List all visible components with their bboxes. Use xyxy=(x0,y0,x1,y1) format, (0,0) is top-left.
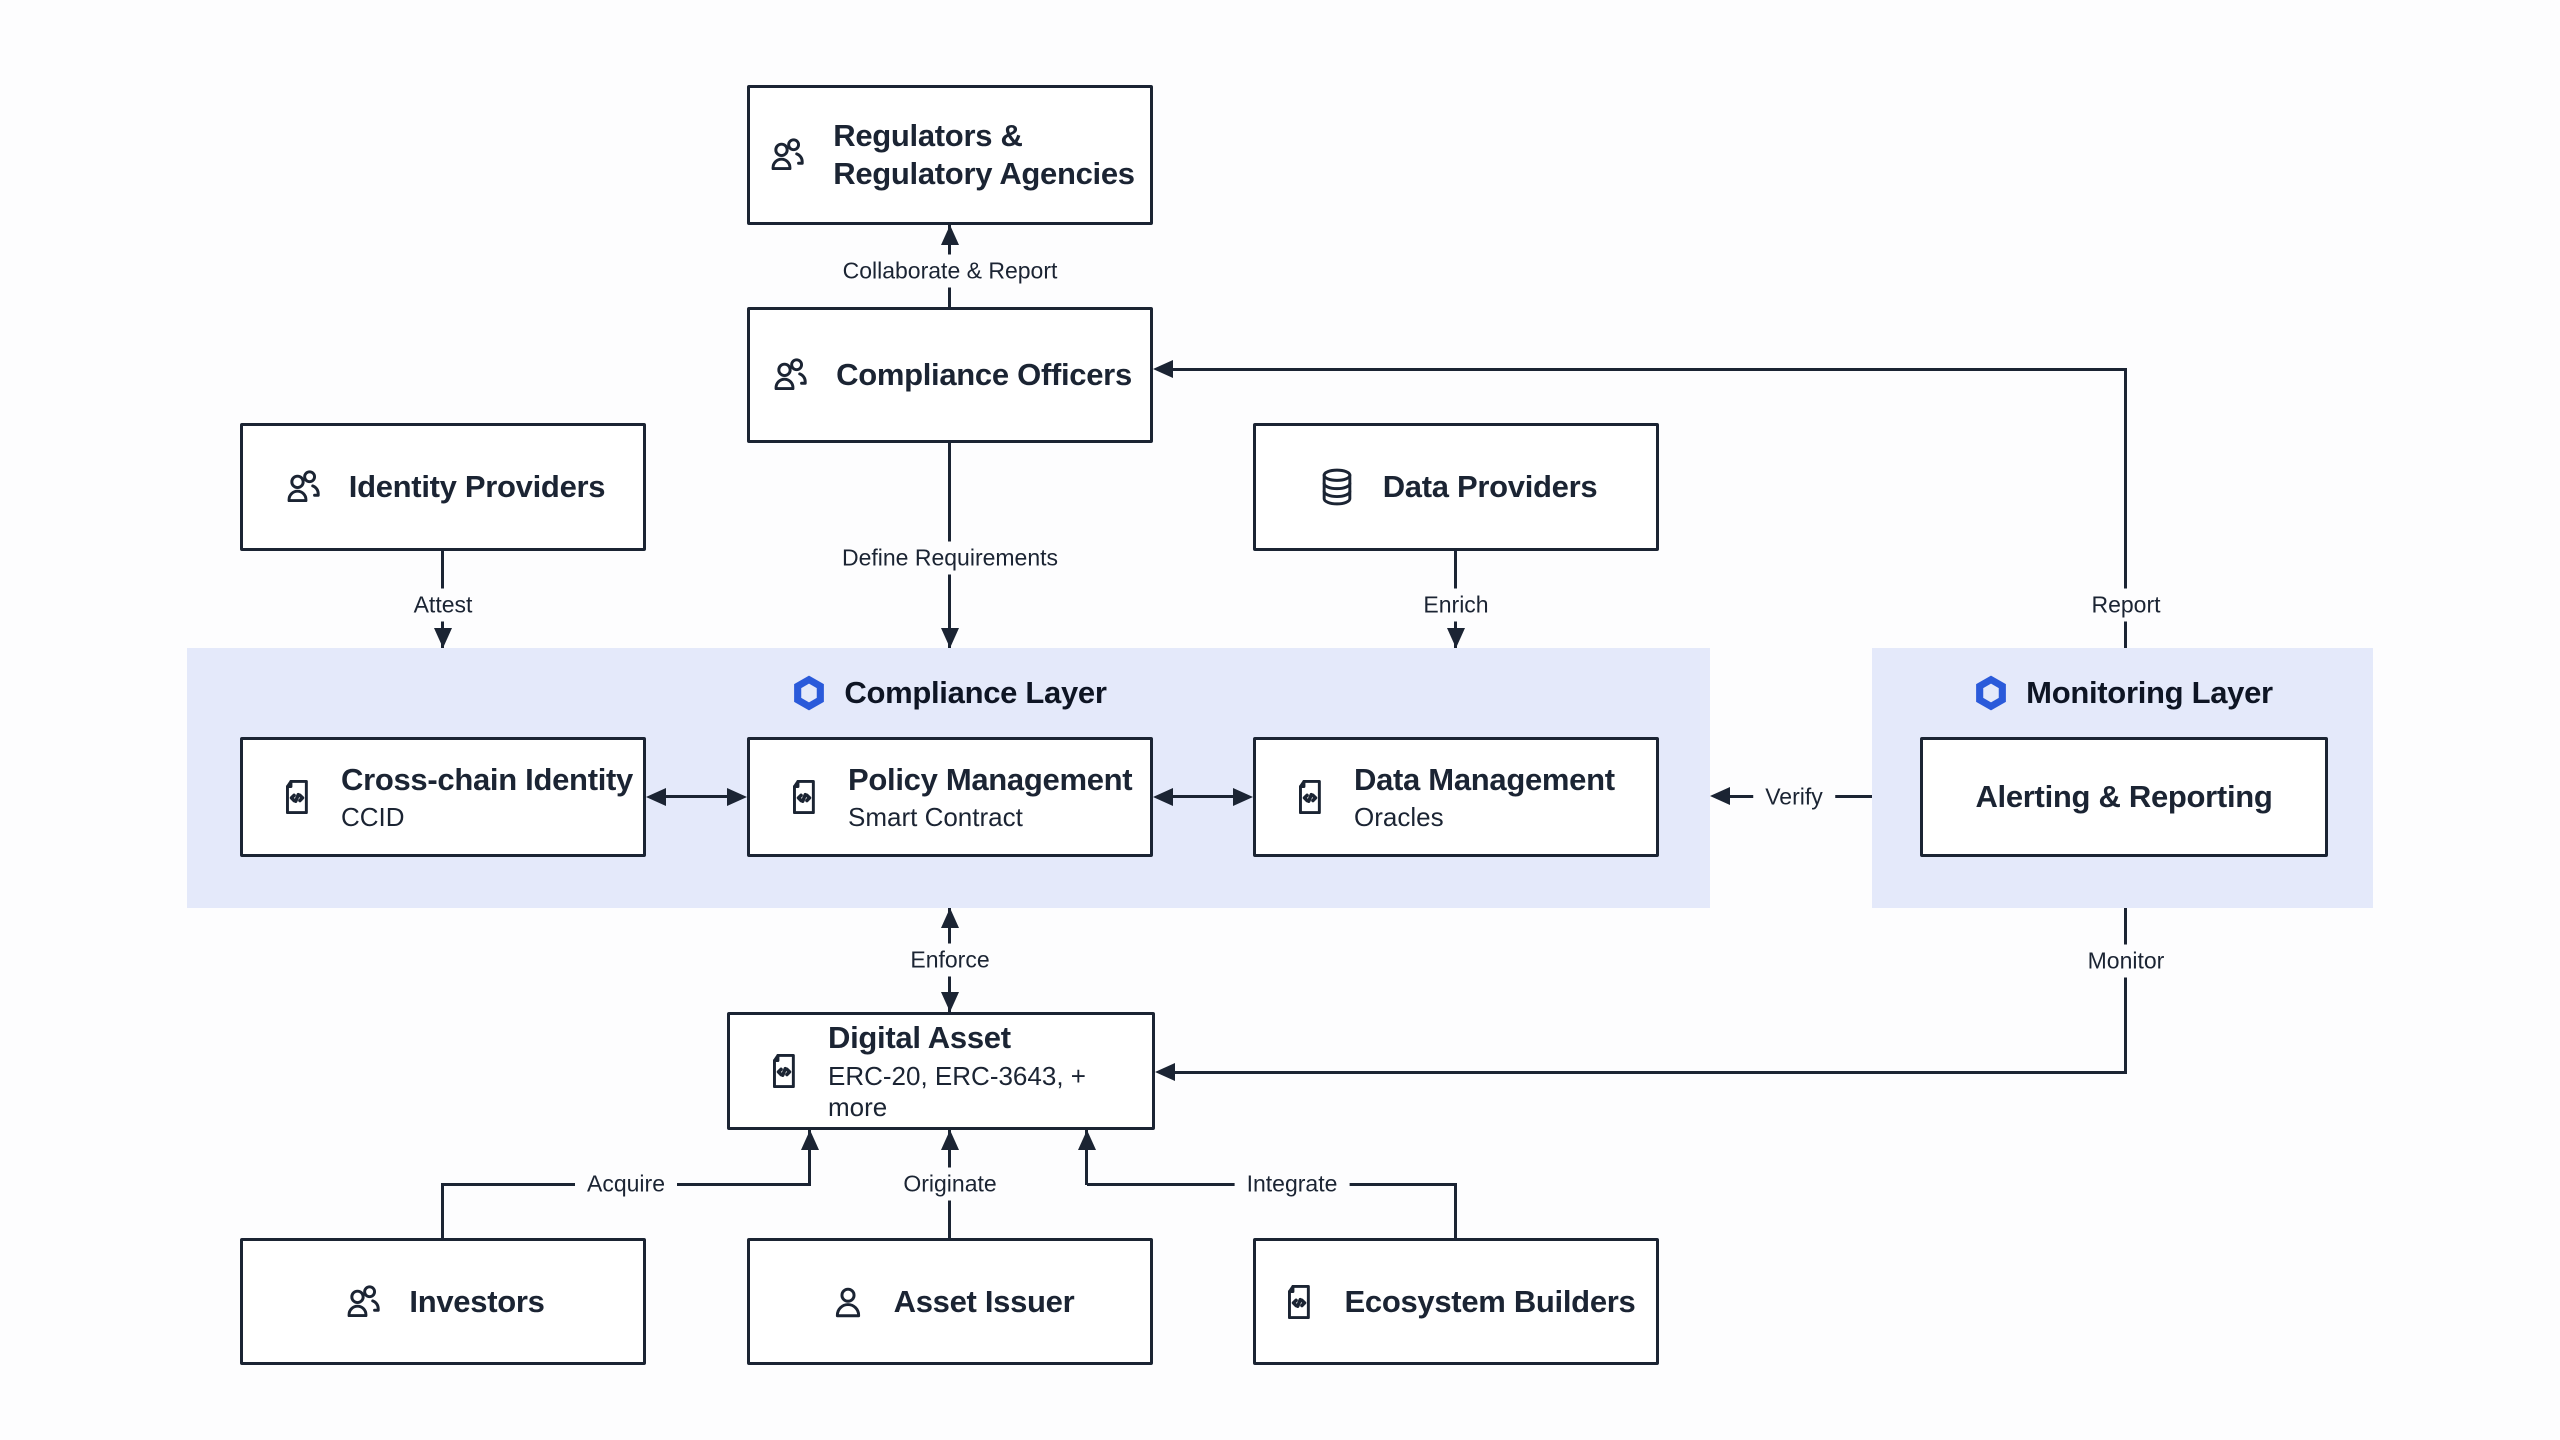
arrow-up-icon xyxy=(1078,1130,1096,1150)
node-digital-asset: Digital Asset ERC-20, ERC-3643, + more xyxy=(727,1012,1155,1130)
chainlink-hexagon-icon xyxy=(1972,674,2010,712)
edge-integrate-line xyxy=(1085,1130,1088,1185)
arrow-down-icon xyxy=(434,628,452,648)
users-icon xyxy=(281,465,325,509)
node-title: Digital Asset xyxy=(828,1020,1011,1056)
node-ecosystem-builders: Ecosystem Builders xyxy=(1253,1238,1659,1365)
node-title: Regulatory Agencies xyxy=(833,156,1135,191)
node-title: Alerting & Reporting xyxy=(1975,779,2273,815)
users-icon xyxy=(765,133,809,177)
edge-report-line xyxy=(1173,368,2127,371)
monitoring-layer-title: Monitoring Layer xyxy=(2026,675,2273,710)
node-asset-issuer: Asset Issuer xyxy=(747,1238,1153,1365)
database-icon xyxy=(1315,465,1359,509)
compliance-layer-title: Compliance Layer xyxy=(844,675,1107,710)
edge-policy-datamgmt-line xyxy=(1171,795,1235,798)
node-title: Regulators & xyxy=(833,118,1023,154)
edge-label-acquire: Acquire xyxy=(575,1167,677,1201)
node-identity-providers: Identity Providers xyxy=(240,423,646,551)
node-title: Cross-chain Identity xyxy=(341,761,633,797)
user-icon xyxy=(826,1280,870,1324)
edge-label-enrich: Enrich xyxy=(1411,588,1501,622)
file-code-icon xyxy=(762,1049,806,1093)
edge-label-monitor: Monitor xyxy=(2075,944,2177,978)
edge-label-integrate: Integrate xyxy=(1234,1167,1350,1201)
node-subtitle: Oracles xyxy=(1354,802,1444,833)
users-icon xyxy=(768,353,812,397)
node-subtitle: ERC-20, ERC-3643, + more xyxy=(828,1060,1086,1122)
arrow-left-icon xyxy=(1155,1063,1175,1081)
node-data-management: Data Management Oracles xyxy=(1253,737,1659,857)
node-regulators: Regulators & Regulatory Agencies xyxy=(747,85,1153,225)
edge-report-line xyxy=(2124,368,2127,648)
node-title: Asset Issuer xyxy=(893,1283,1075,1319)
file-code-icon xyxy=(1288,775,1332,819)
chainlink-hexagon-icon xyxy=(790,674,828,712)
arrow-up-icon xyxy=(941,1130,959,1150)
node-title: Data Providers xyxy=(1382,469,1598,505)
edge-label-collaborate-report: Collaborate & Report xyxy=(830,254,1070,288)
node-title: Ecosystem Builders xyxy=(1344,1283,1636,1319)
file-code-icon xyxy=(1277,1280,1321,1324)
compliance-layer-header: Compliance Layer xyxy=(187,652,1710,734)
node-subtitle: Smart Contract xyxy=(848,802,1023,833)
node-title: Identity Providers xyxy=(348,469,606,505)
edge-acquire-line xyxy=(441,1185,444,1238)
node-cross-chain-identity: Cross-chain Identity CCID xyxy=(240,737,646,857)
edge-label-verify: Verify xyxy=(1753,780,1835,814)
arrow-up-icon xyxy=(941,225,959,245)
node-title: Compliance Officers xyxy=(836,357,1132,393)
edge-integrate-line xyxy=(1454,1185,1457,1238)
node-title: Investors xyxy=(409,1283,545,1319)
node-investors: Investors xyxy=(240,1238,646,1365)
node-alerting-reporting: Alerting & Reporting xyxy=(1920,737,2328,857)
arrow-down-icon xyxy=(1447,628,1465,648)
node-subtitle: CCID xyxy=(341,802,405,833)
arrow-left-icon xyxy=(1153,360,1173,378)
file-code-icon xyxy=(275,775,319,819)
users-icon xyxy=(341,1280,385,1324)
edge-ccid-policy-line xyxy=(664,795,729,798)
edge-label-define-requirements: Define Requirements xyxy=(829,541,1071,575)
arrow-left-icon xyxy=(646,788,666,806)
monitoring-layer-header: Monitoring Layer xyxy=(1872,652,2373,734)
edge-label-attest: Attest xyxy=(401,588,485,622)
edge-monitor-line xyxy=(2124,908,2127,1074)
edge-acquire-line xyxy=(808,1130,811,1185)
node-title: Policy Management xyxy=(848,761,1133,797)
edge-monitor-line xyxy=(1173,1071,2127,1074)
arrow-down-icon xyxy=(941,628,959,648)
arrow-right-icon xyxy=(1233,788,1253,806)
arrow-left-icon xyxy=(1153,788,1173,806)
arrow-up-icon xyxy=(801,1130,819,1150)
file-code-icon xyxy=(782,775,826,819)
arrow-right-icon xyxy=(727,788,747,806)
node-title: Data Management xyxy=(1354,761,1615,797)
arrow-up-icon xyxy=(941,908,959,928)
node-policy-management: Policy Management Smart Contract xyxy=(747,737,1153,857)
edge-label-originate: Originate xyxy=(891,1167,1009,1201)
edge-label-enforce: Enforce xyxy=(898,943,1002,977)
arrow-left-icon xyxy=(1710,787,1730,805)
node-compliance-officers: Compliance Officers xyxy=(747,307,1153,443)
edge-label-report: Report xyxy=(2079,588,2173,622)
arrow-down-icon xyxy=(941,992,959,1012)
node-data-providers: Data Providers xyxy=(1253,423,1659,551)
